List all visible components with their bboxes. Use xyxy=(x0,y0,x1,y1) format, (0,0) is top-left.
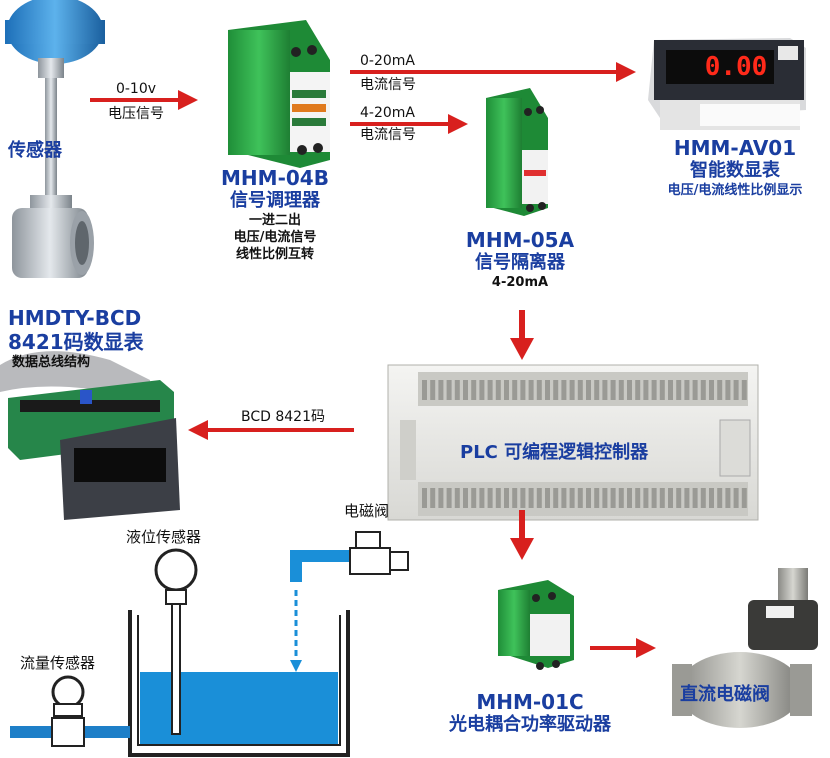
hmmav01-caption: HMM-AV01 智能数显表 电压/电流线性比例显示 xyxy=(640,136,830,199)
hmmav01-desc: 电压/电流线性比例显示 xyxy=(667,183,803,198)
arrow-04b-to-av01 xyxy=(350,62,636,82)
mhm01c-name: 光电耦合功率驱动器 xyxy=(449,714,611,735)
hmdty-name: 8421码数显表 xyxy=(8,330,144,354)
hmdty-desc: 数据总线结构 xyxy=(12,355,91,370)
mhm05a-desc: 4-20mA xyxy=(491,275,549,290)
arrow-420-bottom: 电流信号 xyxy=(360,127,416,143)
mhm04b-caption: MHM-04B 信号调理器 一进二出 电压/电流信号 线性比例互转 xyxy=(200,166,350,263)
plc-label: PLC 可编程逻辑控制器 xyxy=(460,442,649,463)
hmmav01-model: HMM-AV01 xyxy=(673,136,797,160)
mhm05a-device xyxy=(486,88,548,216)
arrow-04b-to-05a xyxy=(350,114,468,134)
mhm04b-desc1: 一进二出 xyxy=(248,213,301,228)
hmmav01-device xyxy=(648,38,806,130)
hmdty-model: HMDTY-BCD xyxy=(8,306,142,330)
mhm04b-model: MHM-04B xyxy=(221,166,329,190)
mhm05a-caption: MHM-05A 信号隔离器 4-20mA xyxy=(450,228,590,291)
level-sensor-label: 液位传感器 xyxy=(126,528,202,546)
arrow-plc-to-bcd xyxy=(188,420,354,440)
plc-device xyxy=(387,364,759,521)
arrow-plc-to-01c xyxy=(510,510,534,560)
mhm04b-name: 信号调理器 xyxy=(230,190,320,211)
mhm05a-name: 信号隔离器 xyxy=(475,252,565,273)
mhm01c-device xyxy=(498,580,574,670)
av01-display-value: 0.00 xyxy=(704,52,768,82)
flow-sensor-label: 流量传感器 xyxy=(20,654,96,672)
tank-system xyxy=(10,531,409,757)
arrow-sensor-to-04b xyxy=(90,90,198,110)
arrow-420-top: 4-20mA xyxy=(360,105,415,121)
sensor-device xyxy=(5,0,105,278)
dc-valve-device xyxy=(672,568,818,728)
arrow-01c-to-valve xyxy=(590,638,656,658)
valve-label: 电磁阀 xyxy=(344,502,390,520)
arrow-020-bottom: 电流信号 xyxy=(360,77,416,93)
mhm01c-model: MHM-01C xyxy=(476,690,584,714)
mhm04b-desc2: 电压/电流信号 xyxy=(233,230,317,245)
arrow-bcd-label: BCD 8421码 xyxy=(241,409,325,425)
arrow-020-top: 0-20mA xyxy=(360,53,415,69)
mhm04b-device xyxy=(228,20,330,168)
hmdty-caption: HMDTY-BCD 8421码数显表 数据总线结构 xyxy=(8,306,158,371)
mhm05a-model: MHM-05A xyxy=(465,228,575,252)
sensor-label: 传感器 xyxy=(8,140,62,161)
dc-valve-label: 直流电磁阀 xyxy=(680,684,770,705)
arrow-voltage-top: 0-10v xyxy=(115,81,157,97)
flow-arrows xyxy=(90,62,656,658)
arrow-voltage-bottom: 电压信号 xyxy=(108,106,164,122)
mhm01c-caption: MHM-01C 光电耦合功率驱动器 xyxy=(430,690,630,736)
mhm04b-desc3: 线性比例互转 xyxy=(235,247,314,262)
hmdty-device xyxy=(0,351,180,520)
arrow-05a-to-plc xyxy=(510,310,534,360)
hmmav01-name: 智能数显表 xyxy=(690,160,780,181)
